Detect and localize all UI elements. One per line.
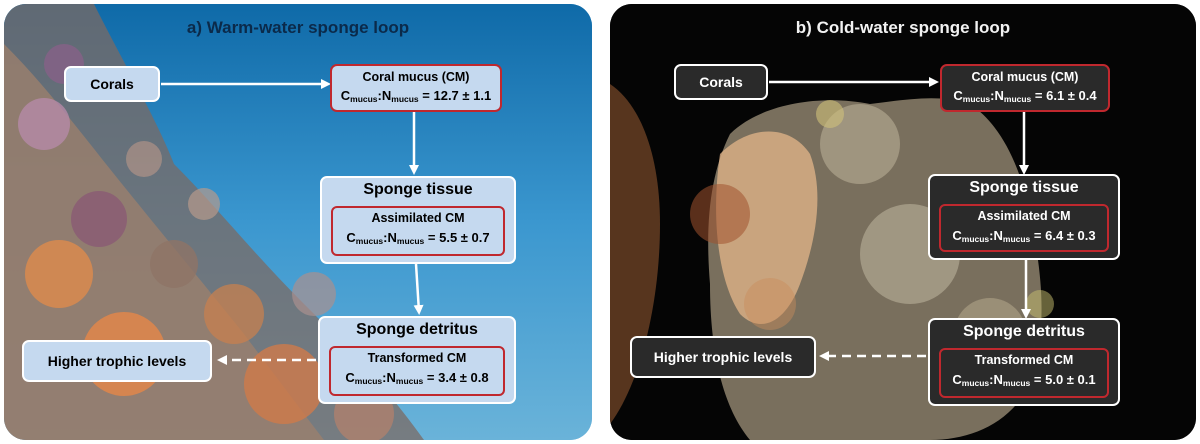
mucus-ratio: Cmucus:Nmucus = 12.7 ± 1.1 bbox=[340, 88, 492, 104]
higher-trophic-levels-box: Higher trophic levels bbox=[630, 336, 816, 378]
panel-cold-water: b) Cold-water sponge loop Corals Coral m… bbox=[610, 4, 1196, 440]
panel-a-arrows bbox=[161, 79, 424, 365]
assimilated-cm-box: Assimilated CM Cmucus:Nmucus = 5.5 ± 0.7 bbox=[331, 206, 505, 256]
panel-b-arrows bbox=[769, 77, 1031, 361]
mucus-ratio: Cmucus:Nmucus = 6.1 ± 0.4 bbox=[953, 88, 1097, 104]
coral-mucus-box: Coral mucus (CM) Cmucus:Nmucus = 6.1 ± 0… bbox=[940, 64, 1110, 112]
sponge-detritus-box: Sponge detritus Transformed CM Cmucus:Nm… bbox=[928, 318, 1120, 406]
panel-warm-water: a) Warm-water sponge loop Corals Coral m… bbox=[4, 4, 592, 440]
arrow-tissue-to-detritus bbox=[413, 263, 424, 315]
transformed-cm-box: Transformed CM Cmucus:Nmucus = 3.4 ± 0.8 bbox=[329, 346, 505, 396]
transformed-cm-box: Transformed CM Cmucus:Nmucus = 5.0 ± 0.1 bbox=[939, 348, 1109, 398]
sponge-tissue-box: Sponge tissue Assimilated CM Cmucus:Nmuc… bbox=[320, 176, 516, 264]
corals-box: Corals bbox=[674, 64, 768, 100]
higher-trophic-levels-box: Higher trophic levels bbox=[22, 340, 212, 382]
panel-a-title: a) Warm-water sponge loop bbox=[186, 18, 410, 37]
coral-mucus-box: Coral mucus (CM) Cmucus:Nmucus = 12.7 ± … bbox=[330, 64, 502, 112]
detritus-ratio: Cmucus:Nmucus = 5.0 ± 0.1 bbox=[952, 372, 1096, 388]
sponge-detritus-box: Sponge detritus Transformed CM Cmucus:Nm… bbox=[318, 316, 516, 404]
detritus-ratio: Cmucus:Nmucus = 3.4 ± 0.8 bbox=[345, 370, 489, 386]
sponge-tissue-box: Sponge tissue Assimilated CM Cmucus:Nmuc… bbox=[928, 174, 1120, 260]
assimilated-cm-box: Assimilated CM Cmucus:Nmucus = 6.4 ± 0.3 bbox=[939, 204, 1109, 252]
panel-b-title: b) Cold-water sponge loop bbox=[795, 18, 1011, 37]
tissue-ratio: Cmucus:Nmucus = 6.4 ± 0.3 bbox=[952, 228, 1096, 244]
corals-box: Corals bbox=[64, 66, 160, 102]
tissue-ratio: Cmucus:Nmucus = 5.5 ± 0.7 bbox=[346, 230, 490, 246]
